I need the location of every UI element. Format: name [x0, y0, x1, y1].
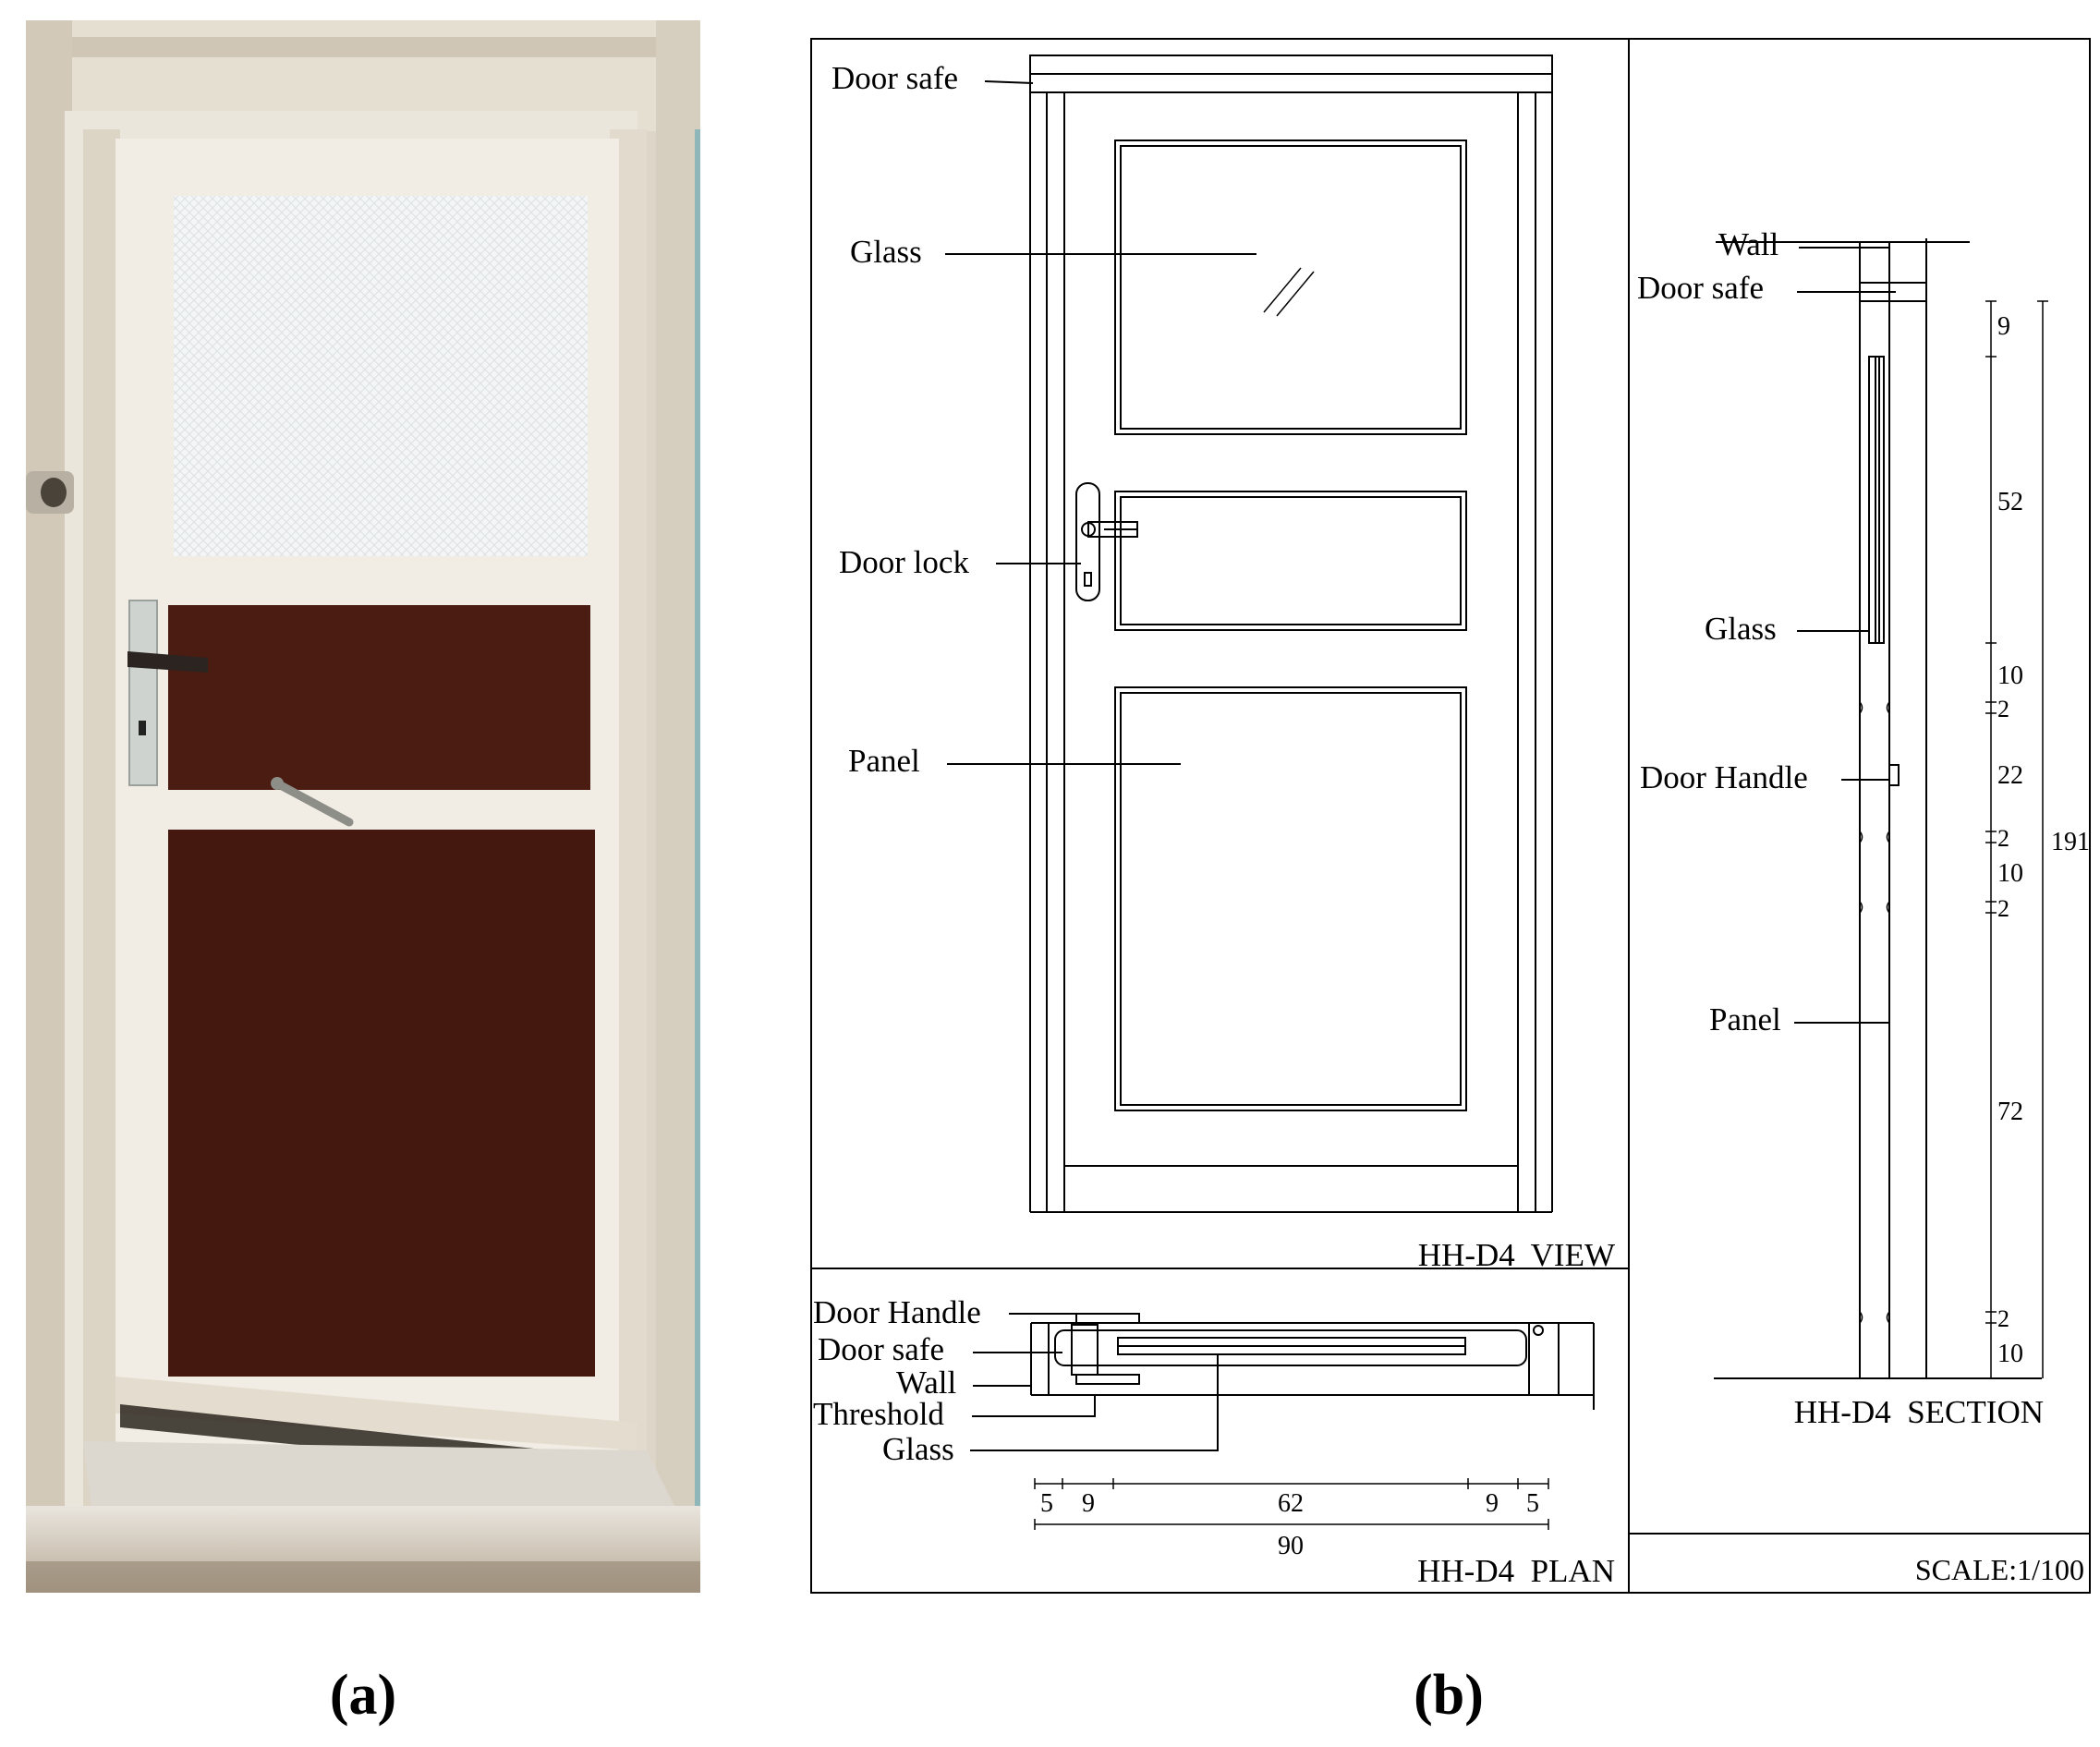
section-label-panel: Panel — [1709, 1001, 1781, 1037]
photo-glass-pane — [174, 196, 588, 556]
technical-drawing: Door safe Glass Door lock Panel HH-D4 VI… — [810, 38, 2091, 1594]
section-dim: 2 — [1997, 825, 2009, 852]
section-label-door-handle: Door Handle — [1640, 759, 1808, 795]
section-dim: 52 — [1997, 488, 2023, 516]
section-door-handle-icon — [1888, 764, 1900, 786]
section-dim: 72 — [1997, 1098, 2023, 1126]
section-label-glass: Glass — [1705, 611, 1777, 647]
photo-lock-plate-icon — [127, 600, 208, 786]
plan-label-door-handle: Door Handle — [813, 1294, 981, 1330]
plan-label-wall: Wall — [896, 1365, 956, 1401]
plan-section: Door Handle Door safe Wall Threshold Gla… — [813, 1294, 1615, 1589]
section-dim: 2 — [1997, 1305, 2009, 1332]
plan-dim: 9 — [1082, 1489, 1095, 1518]
section-dim: 2 — [1997, 895, 2009, 922]
view-label-door-lock: Door lock — [839, 544, 969, 580]
view-label-panel: Panel — [848, 743, 920, 779]
section-dimension-line — [1985, 300, 2048, 1378]
plan-label-threshold: Threshold — [813, 1396, 944, 1432]
section-label-wall: Wall — [1718, 226, 1778, 262]
photo-bolt-icon — [271, 777, 354, 827]
section-dim: 2 — [1997, 696, 2009, 722]
plan-dimension-line — [1034, 1478, 1549, 1530]
section-label-door-safe: Door safe — [1637, 270, 1764, 306]
section-dim: 10 — [1997, 661, 2023, 690]
view-door-lock-icon — [1075, 482, 1138, 601]
section-dim: 10 — [1997, 859, 2023, 888]
plan-label-glass: Glass — [882, 1431, 954, 1467]
caption-a: (a) — [330, 1664, 396, 1727]
glass-hatch-icon — [1263, 267, 1315, 317]
view-label-glass: Glass — [850, 234, 922, 270]
view-label-door-safe: Door safe — [832, 60, 958, 96]
section-dim: 10 — [1997, 1340, 2023, 1368]
scale-label: SCALE:1/100 — [1915, 1553, 2084, 1586]
plan-dim: 5 — [1040, 1489, 1053, 1518]
pipe-icon — [26, 471, 74, 514]
plan-label-door-safe: Door safe — [818, 1331, 944, 1367]
section-dim-total: 191 — [2051, 828, 2090, 856]
view-door-elevation: Door safe Glass Door lock Panel HH-D4 VI… — [832, 55, 1615, 1273]
plan-dim: 62 — [1278, 1489, 1304, 1518]
section-dim: 9 — [1997, 312, 2010, 341]
photo-upper-panel — [168, 605, 590, 790]
view-title: HH-D4 VIEW — [1418, 1237, 1615, 1273]
plan-dim: 5 — [1526, 1489, 1539, 1518]
section-dim: 22 — [1997, 761, 2023, 790]
plan-title: HH-D4 PLAN — [1417, 1553, 1615, 1589]
section-glass-icon — [1868, 356, 1885, 644]
section-title: HH-D4 SECTION — [1794, 1394, 2044, 1430]
plan-dim-total: 90 — [1278, 1532, 1304, 1560]
section-drawing: 9 52 10 2 22 2 10 2 72 2 10 191 Wall Doo… — [1637, 226, 2090, 1430]
door-photo — [26, 20, 700, 1593]
photo-step — [83, 1441, 674, 1515]
plan-dim: 9 — [1486, 1489, 1499, 1518]
plan-door-handle-icon — [1071, 1313, 1140, 1385]
caption-b: (b) — [1414, 1664, 1484, 1727]
photo-lower-panel — [168, 830, 595, 1377]
